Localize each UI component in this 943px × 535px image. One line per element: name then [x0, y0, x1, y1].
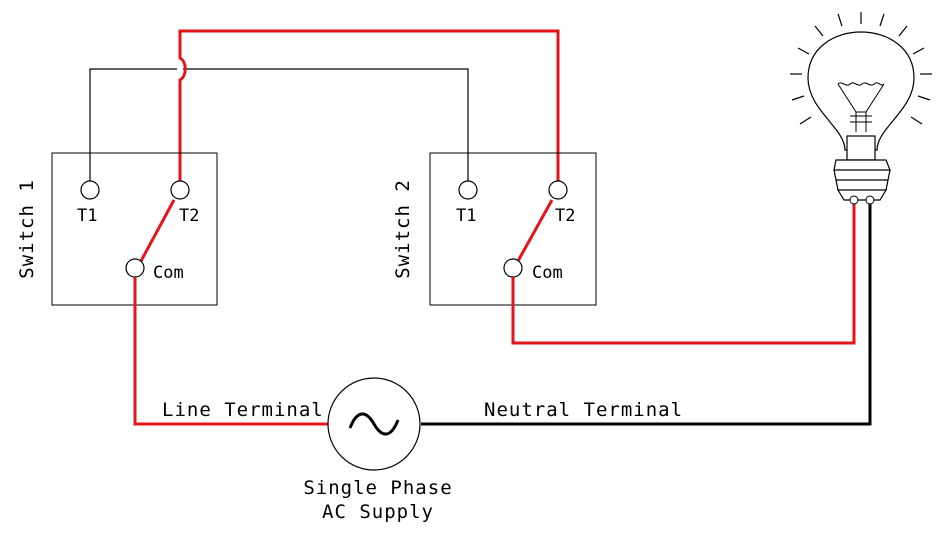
supply-name-line-2: AC Supply	[322, 501, 434, 523]
bulb-neck	[846, 135, 876, 161]
neutral-terminal-label: Neutral Terminal	[484, 399, 683, 421]
sine-wave-icon	[348, 412, 400, 436]
line-terminal-label: Line Terminal	[162, 399, 324, 421]
switch-1: Switch 1 T1 T2 Com	[16, 152, 218, 306]
switch-1-t2-terminal	[170, 180, 190, 200]
light-bulb-icon	[790, 12, 932, 205]
switch-1-com-terminal	[125, 258, 145, 278]
switch-1-title: Switch 1	[16, 179, 38, 279]
bulb-rays	[790, 12, 932, 125]
line-wire-to-switch-1	[133, 277, 328, 426]
bulb-screw-base	[833, 159, 891, 201]
bulb-contact-left	[849, 195, 859, 205]
switch-1-t1-terminal	[80, 180, 100, 200]
bulb-contact-right	[865, 195, 875, 205]
switch-1-lever	[139, 199, 176, 262]
ac-supply	[327, 377, 421, 471]
switch-1-t1-label: T1	[77, 206, 97, 226]
switch-2-t2-terminal	[548, 180, 568, 200]
neutral-wire-to-lamp	[421, 202, 872, 426]
switch-2-t1-label: T1	[456, 206, 476, 226]
switch-1-com-label: Com	[153, 263, 184, 283]
switch-2: Switch 2 T1 T2 Com	[392, 152, 597, 306]
traveler-wire-t1	[89, 68, 469, 181]
supply-name-line-1: Single Phase	[303, 477, 452, 499]
switch-2-lever	[516, 199, 554, 262]
switch-2-t2-label: T2	[555, 206, 575, 226]
switch-2-com-terminal	[503, 258, 523, 278]
bulb-glass	[807, 31, 915, 151]
switch-2-com-label: Com	[532, 263, 563, 283]
switch-2-t1-terminal	[458, 180, 478, 200]
switch-1-t2-label: T2	[179, 206, 199, 226]
traveler-wire-t2	[178, 29, 560, 181]
bulb-filament	[837, 82, 885, 132]
switched-live-wire-to-lamp	[511, 202, 856, 345]
switch-2-title: Switch 2	[392, 179, 414, 279]
